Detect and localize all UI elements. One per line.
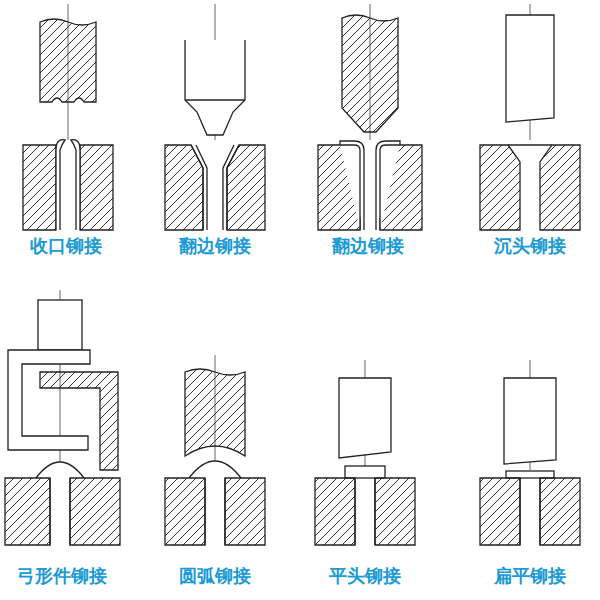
caption-label: 平头铆接 xyxy=(329,565,401,587)
caption-label: 扁平铆接 xyxy=(494,565,566,587)
caption-label: 沉头铆接 xyxy=(494,235,566,257)
caption-label: 圆弧铆接 xyxy=(179,565,251,587)
caption-label: 弓形件铆接 xyxy=(17,565,107,587)
caption-label: 翻边铆接 xyxy=(332,235,404,257)
caption-label: 翻边铆接 xyxy=(179,235,251,257)
caption-label: 收口铆接 xyxy=(30,235,102,257)
